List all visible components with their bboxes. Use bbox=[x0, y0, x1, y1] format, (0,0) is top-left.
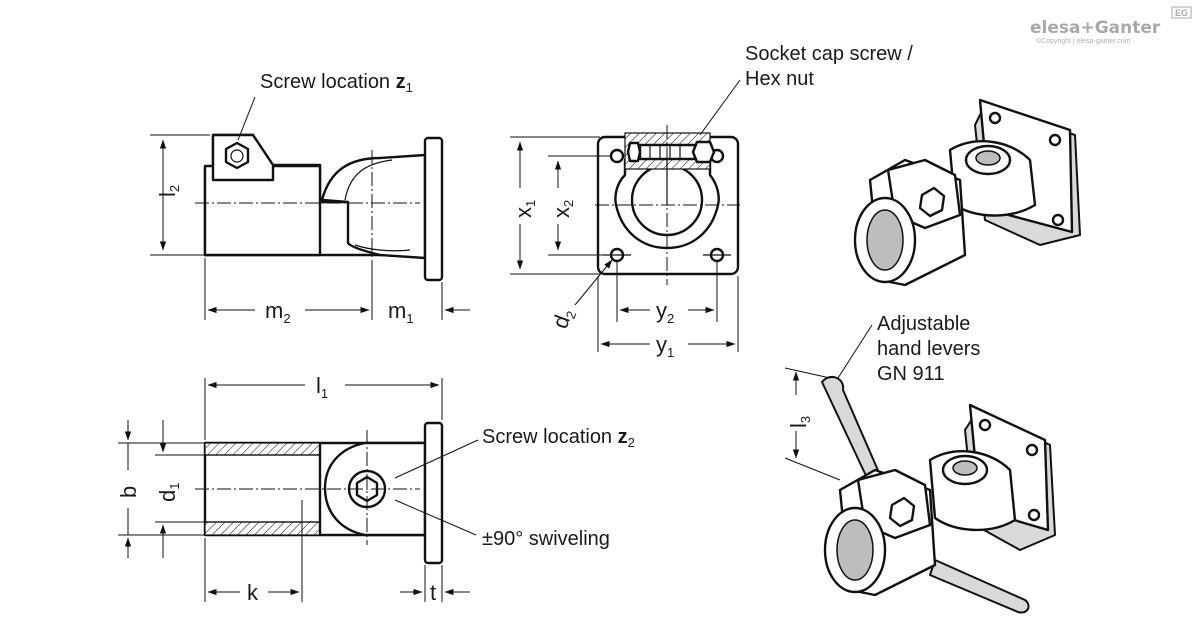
dim-label-l1: l1 bbox=[316, 373, 328, 401]
callout-levers-line3: GN 911 bbox=[877, 363, 944, 385]
dim-label-k: k bbox=[247, 580, 259, 605]
hand-lever-lower bbox=[929, 559, 1030, 614]
mounting-hole-icon bbox=[1027, 508, 1041, 522]
leader-line-z1 bbox=[237, 96, 256, 141]
bore-inner-iso bbox=[836, 519, 874, 581]
dim-label-x1: x1 bbox=[511, 200, 538, 218]
hex-nut-icon bbox=[224, 141, 250, 170]
dim-label-x2: x2 bbox=[549, 200, 576, 218]
dim-label-l3: l3 bbox=[786, 416, 813, 428]
flange-side bbox=[423, 136, 444, 282]
dim-label-d1: d1 bbox=[155, 483, 182, 502]
arm-contour-bottom bbox=[354, 244, 411, 252]
callout-screw-z2: Screw location z2 bbox=[482, 426, 635, 450]
callout-levers-line1: Adjustable bbox=[877, 313, 970, 335]
dim-label-t: t bbox=[430, 580, 436, 605]
callout-swivel: ±90° swiveling bbox=[482, 528, 610, 550]
hex-nut-icon bbox=[691, 140, 716, 164]
mounting-hole-icon bbox=[609, 148, 625, 164]
dim-label-bg bbox=[546, 188, 570, 224]
hex-nut-hole bbox=[230, 149, 244, 163]
leader-line-levers bbox=[837, 324, 873, 379]
bore-inner-iso bbox=[866, 209, 904, 271]
front-view: x1 x2 y2 y1 d2 Socket cap screw / Hex nu… bbox=[508, 43, 913, 360]
callout-screw-z1: Screw location z1 bbox=[260, 71, 413, 95]
top-view: l1 b d1 k t Screw location z2 ±90° swive… bbox=[116, 373, 635, 605]
dim-label-m2: m2 bbox=[265, 298, 291, 326]
hex-nut-icon bbox=[918, 186, 946, 218]
arm-contour bbox=[344, 159, 393, 201]
leader-line-swivel bbox=[394, 499, 477, 536]
brand-logo: elesa+Ganter EG ©Copyright | elesa-gante… bbox=[1030, 6, 1192, 45]
dim-label-bg bbox=[508, 188, 532, 224]
hand-lever-upper bbox=[821, 375, 881, 481]
brand-badge: EG bbox=[1175, 8, 1188, 18]
dim-label-m1: m1 bbox=[388, 298, 414, 326]
mounting-hole-icon bbox=[1025, 443, 1039, 457]
brand-copyright: ©Copyright | elesa-ganter.com bbox=[1036, 37, 1131, 45]
callout-socket-cap-screw: Socket cap screw / bbox=[745, 43, 913, 65]
extension-line bbox=[784, 457, 841, 481]
mounting-hole-icon bbox=[978, 418, 992, 432]
dim-label-b: b bbox=[116, 486, 141, 498]
section-hatch-bottom bbox=[204, 521, 321, 536]
side-view: l2 m2 m1 Screw location z1 bbox=[150, 71, 470, 326]
mounting-hole-icon bbox=[988, 111, 1002, 125]
dim-label-bg bbox=[784, 395, 808, 431]
leader-line-socket bbox=[699, 79, 741, 136]
leader-line-z2 bbox=[394, 439, 479, 479]
screw-head-icon bbox=[975, 150, 1001, 166]
screw-head-icon bbox=[626, 141, 642, 163]
dim-label-y1: y1 bbox=[656, 332, 674, 360]
brand-badge-frame bbox=[1171, 6, 1192, 19]
isometric-view-top bbox=[853, 98, 1081, 287]
mounting-hole-icon bbox=[1048, 133, 1062, 147]
hex-nut-icon bbox=[888, 496, 916, 528]
callout-hex-nut: Hex nut bbox=[745, 68, 814, 90]
brand-logo-text: elesa+Ganter bbox=[1030, 18, 1161, 38]
dim-label-d2: d2 bbox=[547, 305, 579, 333]
dim-label-l2: l2 bbox=[155, 185, 182, 197]
extension-line bbox=[784, 367, 831, 379]
dim-label-y2: y2 bbox=[656, 298, 674, 326]
dim-line-d2 bbox=[574, 259, 613, 306]
screw-head-icon bbox=[952, 460, 978, 476]
callout-levers-line2: hand levers bbox=[877, 338, 980, 360]
flange-top bbox=[423, 421, 444, 565]
isometric-view-levers: l3 Adjustable hand levers GN 911 bbox=[784, 313, 1056, 614]
mounting-hole-icon bbox=[1051, 213, 1065, 227]
section-hatch-top bbox=[204, 442, 321, 456]
